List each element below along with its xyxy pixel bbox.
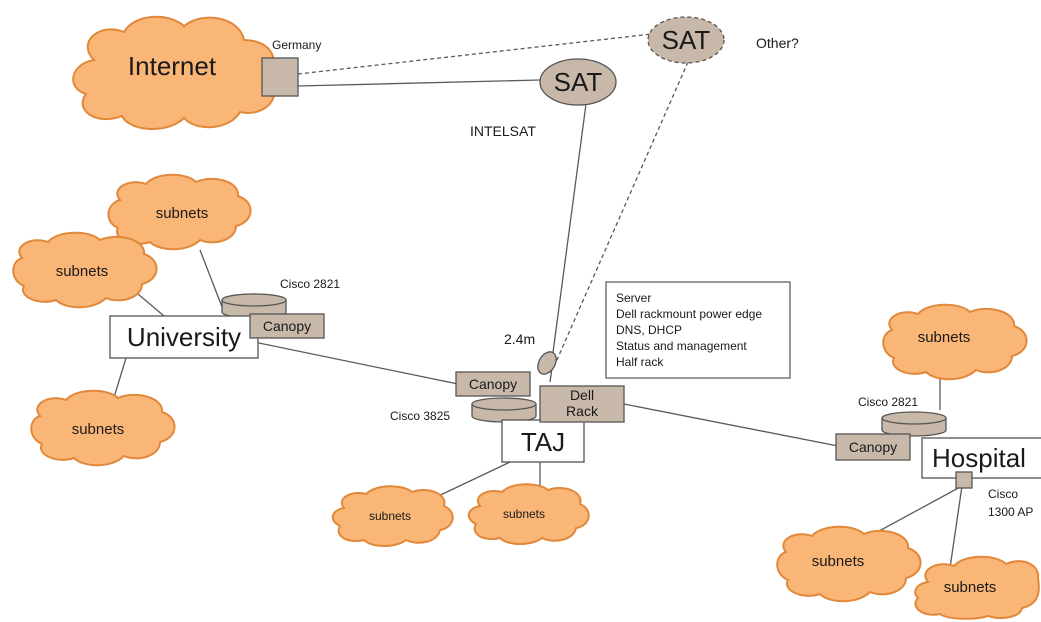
sat-other-ellipse [647, 16, 725, 64]
taj-canopy-label: Canopy [469, 376, 517, 392]
hospital-router-label: Cisco 2821 [858, 395, 918, 409]
link-taj-subnet-1 [429, 461, 511, 501]
subnet-label: subnets [156, 205, 209, 222]
hospital-canopy-label: Canopy [849, 439, 897, 455]
hospital-ap [955, 471, 973, 489]
subnet-cloud: subnets [914, 555, 1040, 620]
hospital-canopy [835, 433, 911, 461]
link-university-subnet-1 [199, 249, 225, 313]
hospital-box [921, 437, 1041, 479]
subnet-cloud: subnets [30, 389, 176, 467]
link-germany-intelsat [297, 79, 541, 87]
sat-other-label: SAT [662, 25, 711, 55]
sat-intelsat-label: SAT [554, 67, 603, 97]
link-intelsat-dish [551, 103, 587, 361]
link-taj-hospital [623, 403, 839, 447]
subnet-label: subnets [56, 263, 109, 280]
university-router [221, 293, 287, 307]
subnet-cloud: subnets [107, 173, 252, 251]
link-hospital-subnet-2 [869, 485, 963, 537]
subnet-label: subnets [369, 509, 411, 523]
hospital-router [881, 411, 947, 425]
link-germany-other-sat [297, 33, 653, 75]
hospital-ap-line1: Cisco [988, 487, 1018, 501]
dell-rack-line2: Rack [566, 403, 599, 419]
taj-canopy [455, 371, 531, 397]
university-canopy [249, 313, 325, 339]
germany-label: Germany [272, 38, 321, 52]
server-info-line: Half rack [616, 355, 664, 369]
intelsat-label: INTELSAT [470, 123, 536, 139]
link-university-taj [253, 341, 459, 385]
dish-label: 2.4m [504, 331, 535, 347]
server-info-line: DNS, DHCP [616, 323, 682, 337]
server-info-line: Status and management [616, 339, 747, 353]
internet-cloud-shape [72, 15, 276, 131]
server-info-line: Server [616, 291, 651, 305]
other-label: Other? [756, 35, 799, 51]
connections [111, 33, 963, 569]
university-label: University [127, 322, 241, 352]
server-info-line: Dell rackmount power edge [616, 307, 762, 321]
hospital-ap-line2: 1300 AP [988, 505, 1033, 519]
internet-cloud: Internet [72, 15, 276, 131]
sat-intelsat-ellipse [539, 58, 617, 106]
taj-box [501, 419, 585, 463]
subnet-cloud: subnets [776, 525, 922, 603]
subnet-label: subnets [503, 507, 545, 521]
germany-gateway [261, 57, 299, 97]
link-hospital-subnet-3 [949, 485, 963, 569]
subnet-cloud: subnets [882, 303, 1028, 381]
dell-rack [539, 385, 625, 423]
satellite-dish-icon [537, 351, 557, 383]
subnet-label: subnets [918, 329, 971, 346]
internet-label: Internet [128, 51, 217, 81]
university-router-label: Cisco 2821 [280, 277, 340, 291]
subnet-cloud: subnets [467, 483, 590, 545]
taj-router-label: Cisco 3825 [390, 409, 450, 423]
taj-router [471, 397, 537, 411]
subnet-label: subnets [944, 579, 997, 596]
hospital-label: Hospital [932, 443, 1026, 473]
university-canopy-label: Canopy [263, 318, 311, 334]
subnet-label: subnets [72, 421, 125, 438]
subnet-cloud: subnets [12, 231, 158, 309]
server-info-lines: Server Dell rackmount power edge DNS, DH… [616, 291, 762, 369]
taj-label: TAJ [521, 427, 565, 457]
subnet-cloud: subnets [331, 485, 454, 547]
link-other-sat-dish [555, 61, 689, 363]
server-info-box [605, 281, 791, 379]
dell-rack-line1: Dell [570, 387, 594, 403]
link-university-subnet-2 [137, 293, 165, 317]
subnet-label: subnets [812, 553, 865, 570]
